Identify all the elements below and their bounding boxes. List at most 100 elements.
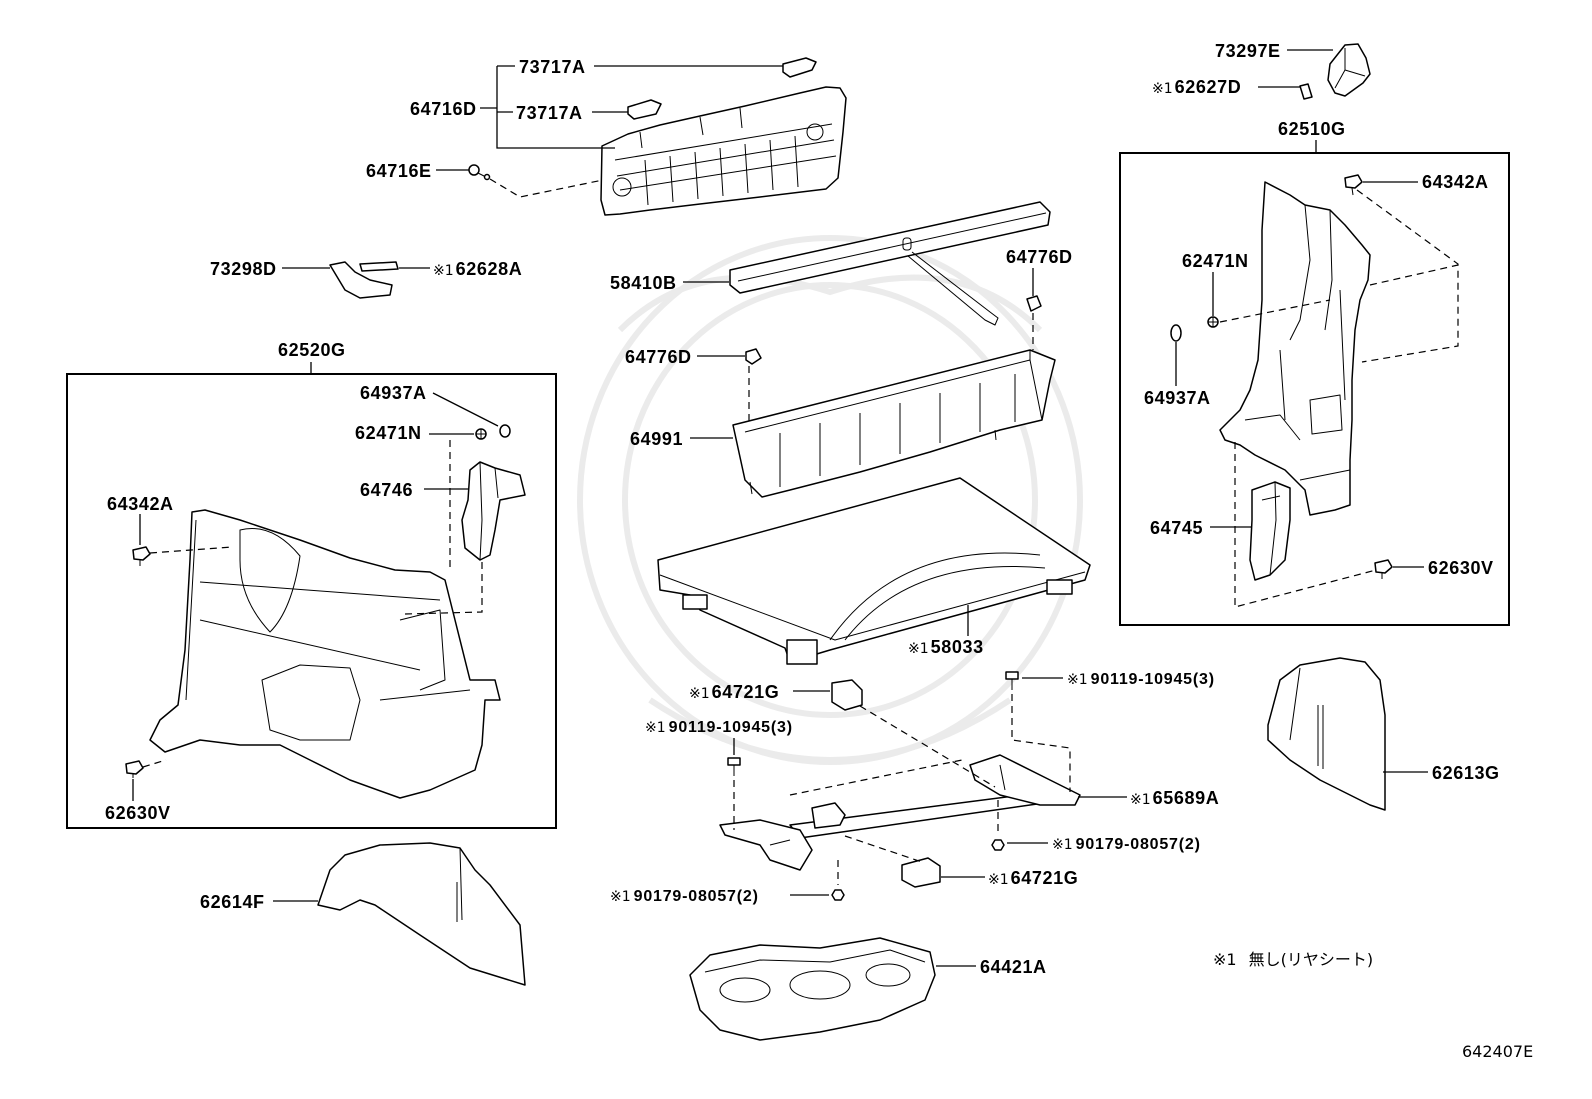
callout-part-number[interactable]: 62627D (1175, 77, 1242, 97)
callout-part-number[interactable]: 73717A (519, 57, 586, 77)
callout-note-mark[interactable]: ※1 (645, 720, 666, 736)
part-62520g-side-trim-left (149, 509, 501, 799)
callout-part-number[interactable]: 64716D (410, 99, 477, 119)
callout-64716e[interactable]: 64716E (366, 161, 432, 181)
callout-62471n-right[interactable]: 62471N (1182, 251, 1249, 271)
callout-part-number[interactable]: 90179-08057(2) (634, 888, 759, 905)
callout-part-number[interactable]: 62628A (456, 259, 523, 279)
callout-73298d[interactable]: 73298D (210, 259, 277, 279)
callout-part-number[interactable]: 62520G (278, 340, 346, 360)
callout-64342a-left[interactable]: 64342A (107, 494, 174, 514)
callout-part-number[interactable]: 64937A (360, 383, 427, 403)
assembly-line (789, 759, 963, 796)
callout-64776d-left[interactable]: 64776D (625, 347, 692, 367)
callout-62630v-left[interactable]: 62630V (105, 803, 171, 823)
callout-part-number[interactable]: 90119-10945(3) (1091, 671, 1215, 688)
callout-part-number[interactable]: 64721G (1011, 868, 1079, 888)
callout-note-mark[interactable]: ※1 (689, 686, 710, 702)
callout-note-mark[interactable]: ※1 (1067, 672, 1088, 688)
callout-part-number[interactable]: 64937A (1144, 388, 1211, 408)
callout-note-mark[interactable]: ※1 (433, 263, 454, 279)
callout-part-number[interactable]: 64342A (1422, 172, 1489, 192)
part-58033-deck-floor-board (657, 477, 1091, 665)
callout-part-number[interactable]: 58033 (931, 637, 984, 657)
callout-62613g[interactable]: 62613G (1432, 763, 1500, 783)
callout-64991[interactable]: 64991 (630, 429, 683, 449)
callout-64745[interactable]: 64745 (1150, 518, 1203, 538)
callout-62471n-left[interactable]: 62471N (355, 423, 422, 443)
callout-part-number[interactable]: 62510G (1278, 119, 1346, 139)
callout-part-number[interactable]: 90179-08057(2) (1076, 836, 1201, 853)
callout-part-number[interactable]: 62630V (1428, 558, 1494, 578)
illustration-code: 642407E (1462, 1042, 1533, 1061)
callout-73297e[interactable]: 73297E (1215, 41, 1281, 61)
callout-part-number[interactable]: 90119-10945(3) (669, 719, 793, 736)
callout-58410b[interactable]: 58410B (610, 273, 677, 293)
callout-62510g[interactable]: 62510G (1278, 119, 1346, 139)
callout-73717a-upper[interactable]: 73717A (519, 57, 586, 77)
part-64991-storage-tray (732, 349, 1056, 498)
callout-64776d-right[interactable]: 64776D (1006, 247, 1073, 267)
callout-64746[interactable]: 64746 (360, 480, 413, 500)
callout-part-number[interactable]: 64776D (1006, 247, 1073, 267)
part-90179-nut-right (991, 839, 1005, 851)
callout-62630v-right[interactable]: 62630V (1428, 558, 1494, 578)
callout-part-number[interactable]: 62613G (1432, 763, 1500, 783)
callout-73717a-lower[interactable]: 73717A (516, 103, 583, 123)
callout-part-number[interactable]: 64721G (712, 682, 780, 702)
callout-part-number[interactable]: 62471N (355, 423, 422, 443)
callout-64716d[interactable]: 64716D (410, 99, 477, 119)
assembly-line (1011, 694, 1071, 792)
callout-part-number[interactable]: 73717A (516, 103, 583, 123)
callout-64421a[interactable]: 64421A (980, 957, 1047, 977)
callout-part-number[interactable]: 65689A (1153, 788, 1220, 808)
callout-part-number[interactable]: 64421A (980, 957, 1047, 977)
assembly-line (1356, 189, 1459, 363)
callout-part-number[interactable]: 64716E (366, 161, 432, 181)
callout-note-mark[interactable]: ※1 (1052, 837, 1073, 853)
callout-part-number[interactable]: 64991 (630, 429, 683, 449)
callout-62520g[interactable]: 62520G (278, 340, 346, 360)
callout-part-number[interactable]: 64342A (107, 494, 174, 514)
part-64716d-rear-panel-trim (600, 86, 847, 216)
callout-note-mark[interactable]: ※1 (610, 889, 631, 905)
callout-64937a-right[interactable]: 64937A (1144, 388, 1211, 408)
part-64937a-cushion-right (1170, 324, 1182, 342)
assembly-line (1219, 264, 1459, 323)
callout-part-number[interactable]: 64776D (625, 347, 692, 367)
callout-part-number[interactable]: 64745 (1150, 518, 1203, 538)
callout-part-number[interactable]: 58410B (610, 273, 677, 293)
callout-part-number[interactable]: 73298D (210, 259, 277, 279)
callout-note-mark[interactable]: ※1 (1130, 792, 1151, 808)
callout-64937a-left[interactable]: 64937A (360, 383, 427, 403)
callout-part-number[interactable]: 62630V (105, 803, 171, 823)
part-64746-trim-piece (461, 461, 526, 561)
part-62630v-clip-right (1374, 559, 1393, 579)
assembly-line (859, 705, 996, 788)
part-64776d-clip-right (1026, 295, 1042, 312)
callout-part-number[interactable]: 62614F (200, 892, 265, 912)
callout-part-number[interactable]: 62471N (1182, 251, 1249, 271)
callout-part-number[interactable]: 73297E (1215, 41, 1281, 61)
part-64421a-tool-tray (689, 937, 936, 1041)
part-64776d-clip-left (745, 348, 762, 365)
callout-note-mark[interactable]: ※1 (908, 641, 929, 657)
callout-note-mark[interactable]: ※1 (1152, 81, 1173, 97)
callout-part-number[interactable]: 64746 (360, 480, 413, 500)
callout-64342a-right[interactable]: 64342A (1422, 172, 1489, 192)
callout-62614f[interactable]: 62614F (200, 892, 265, 912)
part-62510g-side-trim-right (1219, 181, 1371, 516)
callout-note-mark[interactable]: ※1 (988, 872, 1009, 888)
